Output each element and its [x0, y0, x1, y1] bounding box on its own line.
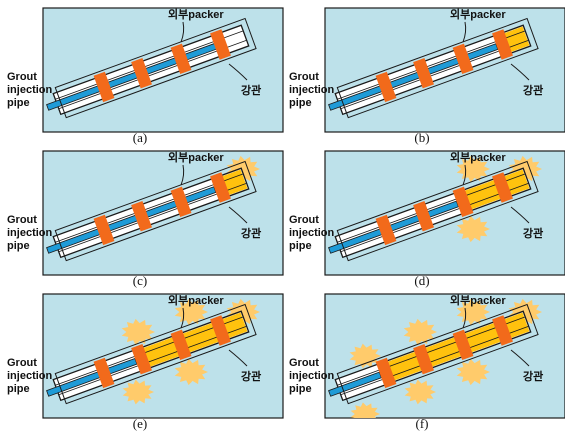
grout-injection-pipe-label: pipe [7, 240, 30, 252]
grout-injection-pipe-label: pipe [289, 97, 312, 109]
grout-injection-pipe [328, 43, 499, 111]
panel-caption: (c) [133, 273, 147, 288]
outer-packer [452, 329, 474, 361]
outer-packer [413, 201, 434, 232]
steel-pipe-label: 강관 [523, 83, 543, 97]
outer-packer [375, 357, 397, 389]
outer-packer [210, 172, 231, 203]
grout-fill [459, 169, 530, 212]
outer-packer [210, 315, 231, 346]
outer-packer [375, 214, 397, 246]
grout-injection-pipe-label: pipe [289, 240, 312, 252]
panel-f: 외부packer 강관 [324, 293, 565, 419]
outer-packer [93, 214, 115, 246]
grout-injection-pipe-label: injection [7, 370, 53, 382]
outer-packer [210, 29, 231, 60]
steel-pipe-label: 강관 [523, 369, 543, 383]
steel-pipe [328, 17, 539, 119]
outer-packer [170, 329, 192, 361]
outer-packer [131, 58, 152, 89]
steel-pipe [328, 160, 539, 262]
outer-packer-label: 외부packer [450, 7, 506, 21]
outer-packer [93, 357, 115, 389]
panel-caption: (d) [414, 273, 429, 288]
steel-pipe [46, 160, 257, 262]
steel-pipe [46, 17, 257, 119]
panel-d: 외부packer 강관 [324, 150, 565, 276]
outer-packer [492, 172, 513, 203]
outer-packer-label: 외부packer [168, 293, 224, 307]
outer-packer [93, 71, 115, 103]
grout-cloud [350, 402, 380, 418]
outer-packer-label: 외부packer [450, 293, 506, 307]
outer-packer [492, 29, 513, 60]
steel-pipe [46, 303, 257, 405]
outer-packer-label: 외부packer [168, 7, 224, 21]
outer-packer [492, 315, 513, 346]
grout-injection-pipe-label: pipe [289, 383, 312, 395]
steel-pipe-label: 강관 [523, 226, 543, 240]
grout-injection-pipe-label: Grout [289, 214, 319, 226]
grout-injection-pipe-label: Grout [289, 71, 319, 83]
grout-injection-pipe-label: Grout [289, 357, 319, 369]
steel-pipe-label: 강관 [241, 226, 261, 240]
panel-b: 외부packer 강관 [324, 7, 565, 133]
outer-packer [131, 201, 152, 232]
outer-packer [452, 186, 474, 218]
panel-caption: (e) [133, 416, 147, 431]
grout-injection-pipe-label: pipe [7, 383, 30, 395]
grout-cloud [121, 318, 155, 346]
grout-injection-pipe-label: injection [7, 227, 53, 239]
grout-cloud [456, 215, 490, 243]
grout-cloud [404, 379, 436, 405]
panel-e: 외부packer 강관 [42, 293, 284, 419]
grout-cloud [349, 343, 381, 369]
outer-packer [375, 71, 397, 103]
grout-injection-pipe-label: Grout [7, 214, 37, 226]
panel-caption: (a) [133, 130, 147, 145]
grout-injection-pipe-label: Grout [7, 71, 37, 83]
outer-packer [413, 58, 434, 89]
panel-caption: (f) [416, 416, 429, 431]
steel-pipe [328, 303, 539, 405]
outer-packer [131, 344, 152, 375]
grout-injection-pipe-label: injection [7, 84, 53, 96]
grout-cloud [122, 379, 154, 405]
outer-packer-label: 외부packer [168, 150, 224, 164]
grout-cloud [174, 358, 208, 386]
grout-injection-pipe-label: pipe [7, 97, 30, 109]
steel-pipe-label: 강관 [241, 83, 261, 97]
grout-injection-pipe-label: injection [289, 84, 335, 96]
grout-injection-pipe-label: injection [289, 370, 335, 382]
panel-caption: (b) [414, 130, 429, 145]
outer-packer-label: 외부packer [450, 150, 506, 164]
steel-pipe-label: 강관 [241, 369, 261, 383]
outer-packer [170, 186, 192, 218]
outer-packer [452, 43, 474, 75]
grout-cloud [456, 358, 490, 386]
grout-cloud [403, 318, 437, 346]
grout-injection-pipe-label: injection [289, 227, 335, 239]
panel-a: 외부packer 강관 [42, 7, 284, 133]
grout-injection-pipe-label: Grout [7, 357, 37, 369]
outer-packer [413, 344, 434, 375]
outer-packer [170, 43, 192, 75]
panel-c: 외부packer 강관 [42, 150, 284, 276]
grout-injection-pipe [328, 371, 382, 397]
